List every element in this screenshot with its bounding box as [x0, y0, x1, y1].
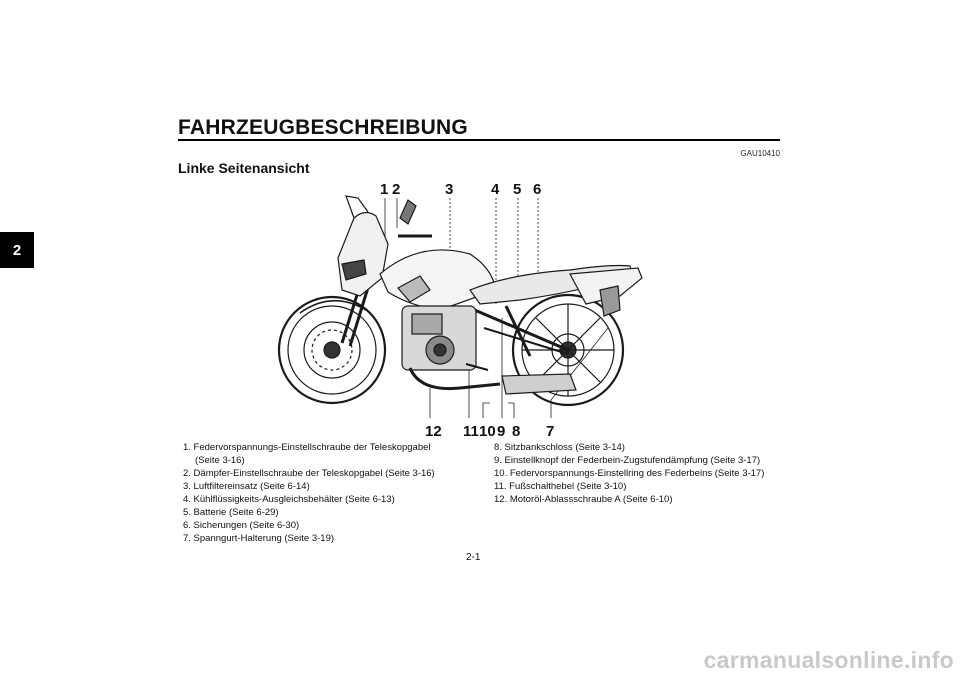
callout-8: 8 — [512, 423, 520, 440]
callout-4: 4 — [491, 181, 500, 198]
legend-item: 10. Federvorspannungs-Einstellring des F… — [494, 468, 765, 479]
legend-item: 6. Sicherungen (Seite 6-30) — [183, 520, 300, 531]
legend-item: 4. Kühlflüssigkeits-Ausgleichsbehälter (… — [183, 494, 395, 505]
callout-6: 6 — [533, 181, 541, 198]
legend-list-left: 1. Federvorspannungs-Einstellschraube de… — [183, 441, 453, 545]
legend-item: 2. Dämpfer-Einstellschraube der Teleskop… — [183, 468, 435, 479]
motorcycle-illustration — [277, 195, 643, 407]
callout-10: 10 — [479, 423, 496, 440]
legend-item: 1. Federvorspannungs-Einstellschraube de… — [183, 442, 431, 466]
page-number: 2-1 — [466, 552, 481, 563]
legend-item: 7. Spanngurt-Halterung (Seite 3-19) — [183, 533, 335, 544]
legend-item: 9. Einstellknopf der Federbein-Zugstufen… — [494, 455, 761, 466]
section-title: Linke Seitenansicht — [178, 160, 310, 176]
callout-11: 11 — [463, 423, 479, 440]
title-rule — [178, 139, 780, 141]
callout-2: 2 — [392, 181, 400, 198]
motorcycle-diagram: 1 2 3 4 5 6 12 11 10 9 8 7 — [277, 181, 643, 440]
legend-item: 3. Luftfiltereinsatz (Seite 6-14) — [183, 481, 310, 492]
callout-3: 3 — [445, 181, 453, 198]
watermark: carmanualsonline.info — [703, 647, 954, 673]
callout-5: 5 — [513, 181, 521, 198]
document-code: GAU10410 — [740, 149, 780, 158]
page-title: FAHRZEUGBESCHREIBUNG — [178, 116, 468, 139]
callout-7: 7 — [546, 423, 554, 440]
chapter-tab: 2 — [0, 232, 34, 268]
legend-item: 12. Motoröl-Ablassschraube A (Seite 6-10… — [494, 494, 673, 505]
legend-item: 5. Batterie (Seite 6-29) — [183, 507, 279, 518]
callout-1: 1 — [380, 181, 388, 198]
callout-12: 12 — [425, 423, 442, 440]
legend-list-right: 8. Sitzbankschloss (Seite 3-14) 9. Einst… — [494, 441, 794, 506]
legend-item: 11. Fußschalthebel (Seite 3-10) — [494, 481, 627, 492]
callout-9: 9 — [497, 423, 505, 440]
legend-item: 8. Sitzbankschloss (Seite 3-14) — [494, 442, 625, 453]
